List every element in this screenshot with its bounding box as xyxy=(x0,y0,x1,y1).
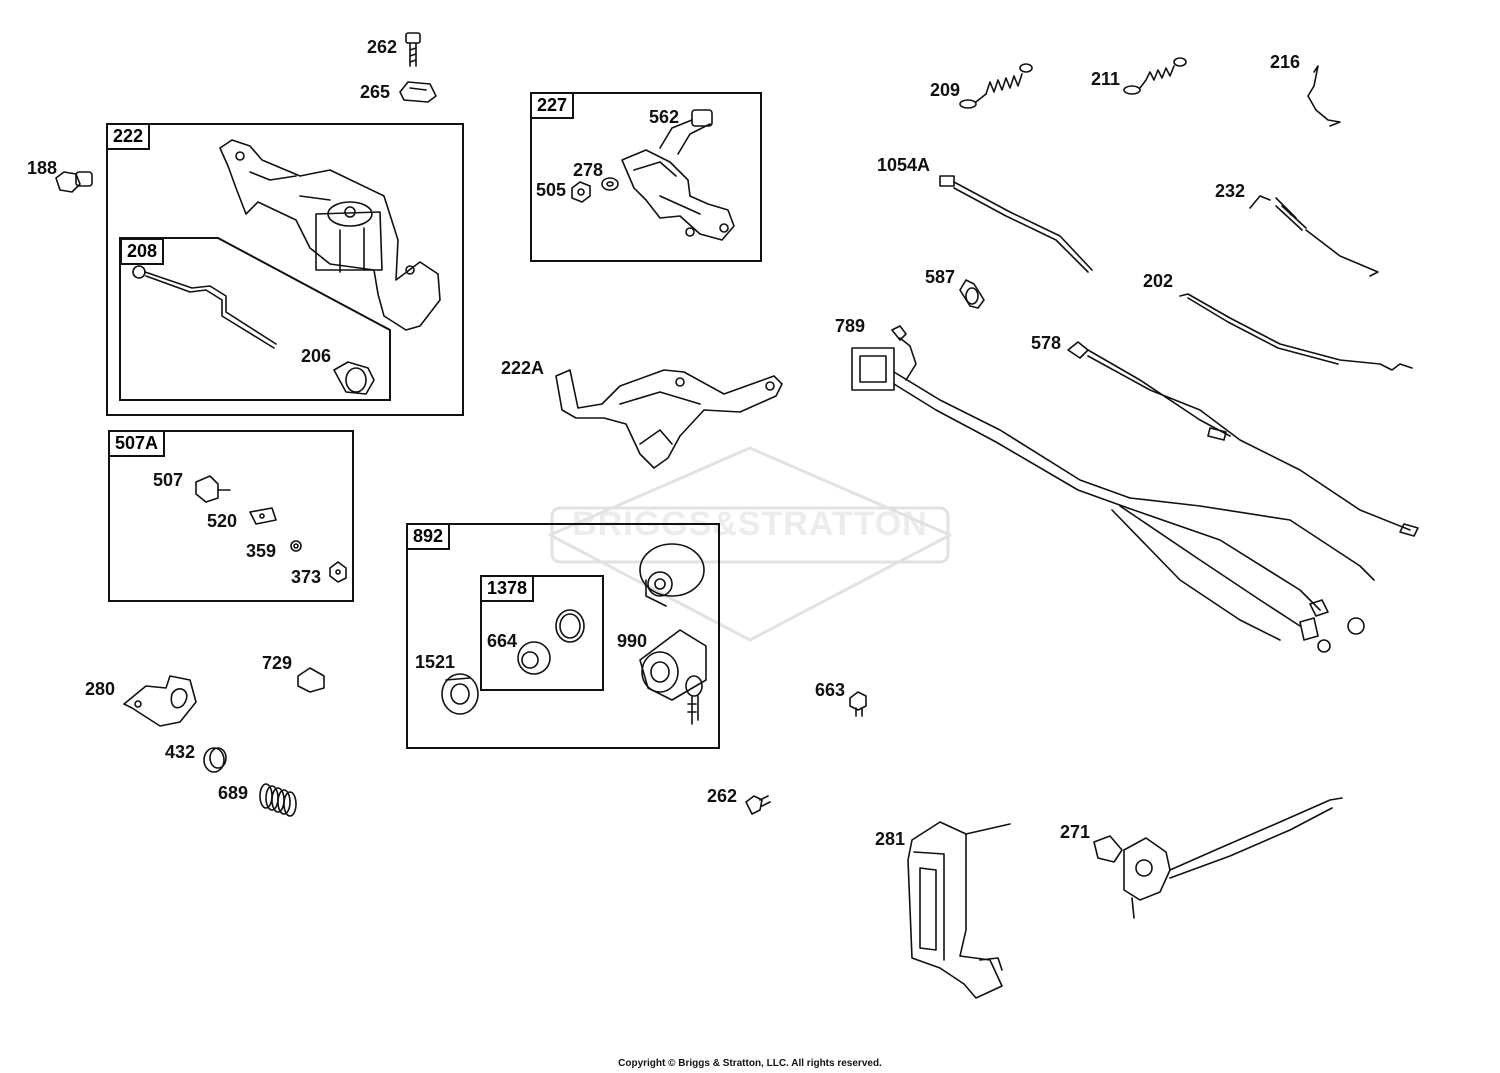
part-505-nut xyxy=(571,181,591,203)
label-578: 578 xyxy=(1031,333,1062,353)
part-578-wire-harness xyxy=(1067,341,1419,537)
label-587: 587 xyxy=(925,267,956,287)
label-209: 209 xyxy=(930,80,961,100)
watermark-logo xyxy=(548,446,952,642)
part-262-bolt-top xyxy=(405,32,421,67)
part-663-bolt xyxy=(849,691,867,717)
group-1378: 1378 xyxy=(480,575,604,691)
part-265-clip xyxy=(399,81,437,103)
group-1378-tag: 1378 xyxy=(480,575,535,602)
label-505: 505 xyxy=(536,180,567,200)
part-507-terminal xyxy=(195,475,231,503)
group-222: 222 xyxy=(106,123,464,416)
part-216-rod xyxy=(1307,65,1341,127)
label-262-top: 262 xyxy=(367,37,398,57)
part-271-throttle-control xyxy=(1093,797,1343,919)
label-1521: 1521 xyxy=(415,652,456,672)
part-281-bracket xyxy=(907,821,1011,999)
label-222A: 222A xyxy=(501,358,545,378)
part-ring xyxy=(555,609,585,643)
label-280: 280 xyxy=(85,679,116,699)
label-507: 507 xyxy=(153,470,184,490)
part-188-nut xyxy=(55,171,93,193)
label-432: 432 xyxy=(165,742,196,762)
part-208-rod xyxy=(132,265,277,349)
part-209-spring xyxy=(959,63,1033,109)
label-729: 729 xyxy=(262,653,293,673)
group-227-tag: 227 xyxy=(530,92,575,119)
label-689: 689 xyxy=(218,783,249,803)
label-789: 789 xyxy=(835,316,866,336)
part-222A-bracket xyxy=(555,369,783,469)
part-262-bolt-bottom xyxy=(745,795,771,815)
part-664-bushing xyxy=(517,641,551,675)
group-892: 892 xyxy=(406,523,720,749)
label-271: 271 xyxy=(1060,822,1091,842)
group-227: 227 xyxy=(530,92,762,262)
label-278: 278 xyxy=(573,160,604,180)
group-222-tag: 222 xyxy=(106,123,151,150)
part-789-wire-harness xyxy=(851,325,1375,653)
part-373-nut xyxy=(329,561,347,583)
group-507A-tag: 507A xyxy=(108,430,166,457)
label-262-bottom: 262 xyxy=(707,786,738,806)
label-359: 359 xyxy=(246,541,277,561)
group-208-tag: 208 xyxy=(120,238,165,265)
part-892-switch xyxy=(639,543,705,607)
copyright-notice: Copyright © Briggs & Stratton, LLC. All … xyxy=(618,1058,882,1069)
label-211: 211 xyxy=(1091,69,1121,89)
group-892-tag: 892 xyxy=(406,523,451,550)
part-562-bolt xyxy=(659,109,713,155)
part-278-washer xyxy=(601,177,619,191)
label-232: 232 xyxy=(1215,181,1246,201)
label-562: 562 xyxy=(649,107,680,127)
label-664: 664 xyxy=(487,631,518,651)
part-211-spring xyxy=(1123,57,1187,95)
label-373: 373 xyxy=(291,567,322,587)
part-520-clip xyxy=(249,507,277,525)
label-202: 202 xyxy=(1143,271,1174,291)
part-729-clip xyxy=(297,667,325,693)
part-432-ring xyxy=(203,747,227,773)
label-188: 188 xyxy=(27,158,58,178)
part-587-clip xyxy=(959,279,985,309)
part-1521-bearing xyxy=(441,673,479,715)
part-222-bracket xyxy=(219,139,441,331)
label-520: 520 xyxy=(207,511,238,531)
label-281: 281 xyxy=(875,829,906,849)
label-265: 265 xyxy=(360,82,391,102)
label-990: 990 xyxy=(617,631,648,651)
label-663: 663 xyxy=(815,680,846,700)
part-1054A-cable-tie xyxy=(939,175,1093,273)
label-216: 216 xyxy=(1270,52,1301,72)
part-202-rod xyxy=(1179,293,1413,371)
part-227-lever xyxy=(621,149,735,241)
label-206: 206 xyxy=(301,346,332,366)
part-232-spring xyxy=(1249,195,1379,277)
part-280-bracket xyxy=(123,675,197,727)
part-689-spring xyxy=(259,783,297,817)
group-507A: 507A xyxy=(108,430,354,602)
label-1054A: 1054A xyxy=(877,155,931,175)
part-990-key-switch xyxy=(639,629,707,725)
part-359-washer xyxy=(290,540,302,552)
part-206-pin xyxy=(333,361,375,395)
